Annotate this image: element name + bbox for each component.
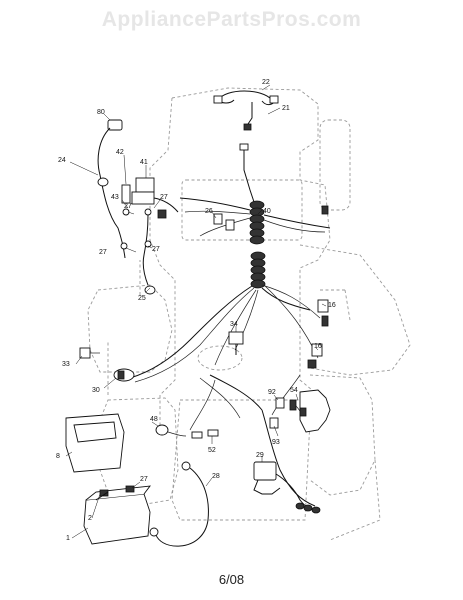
- center-components: [79, 331, 244, 382]
- revision-date: 6/08: [218, 572, 245, 587]
- callout-8: 8: [56, 453, 60, 460]
- ignition-and-solenoid-area: [97, 119, 179, 295]
- callout-34: 34: [230, 321, 238, 328]
- headlight-harness: [213, 90, 279, 206]
- callout-27-a: 27: [160, 194, 168, 201]
- callout-27-c: 27: [99, 249, 107, 256]
- callout-22: 22: [262, 79, 270, 86]
- callout-25: 25: [138, 295, 146, 302]
- watermark: AppliancePartsPros.com: [101, 8, 362, 31]
- callout-93: 93: [272, 439, 280, 446]
- pto-switch-area: [269, 389, 331, 433]
- harness-branches: [129, 197, 331, 507]
- callout-41: 41: [140, 159, 148, 166]
- callout-43: 43: [111, 194, 119, 201]
- chassis-outline: [87, 87, 411, 541]
- callout-16-b: 16: [314, 343, 322, 350]
- callout-2: 2: [88, 515, 92, 522]
- lower-components: [149, 424, 321, 547]
- main-harness-coil: [249, 200, 266, 289]
- callout-54: 54: [290, 387, 298, 394]
- callout-52: 52: [208, 447, 216, 454]
- callout-42: 42: [116, 149, 124, 156]
- callout-26: 26: [205, 208, 213, 215]
- callout-33: 33: [62, 361, 70, 368]
- callout-29: 29: [256, 452, 264, 459]
- callout-80: 80: [97, 109, 105, 116]
- callout-16-a: 16: [328, 302, 336, 309]
- callout-27-d: 27: [152, 246, 160, 253]
- right-connectors: [213, 205, 329, 369]
- callout-24: 24: [58, 157, 66, 164]
- callout-40: 40: [263, 208, 271, 215]
- callout-92: 92: [268, 389, 276, 396]
- leader-lines: [65, 84, 327, 539]
- callout-28: 28: [212, 473, 220, 480]
- callout-30: 30: [92, 387, 100, 394]
- callout-21: 21: [282, 105, 290, 112]
- callout-48: 48: [150, 416, 158, 423]
- callout-27-e: 27: [140, 476, 148, 483]
- callout-1: 1: [66, 535, 70, 542]
- battery-components: [65, 413, 151, 545]
- callout-labels: 22 21 80 24 42 41 43 27 27 27 27 25 26 4…: [56, 79, 336, 542]
- callout-27-b: 27: [124, 203, 132, 210]
